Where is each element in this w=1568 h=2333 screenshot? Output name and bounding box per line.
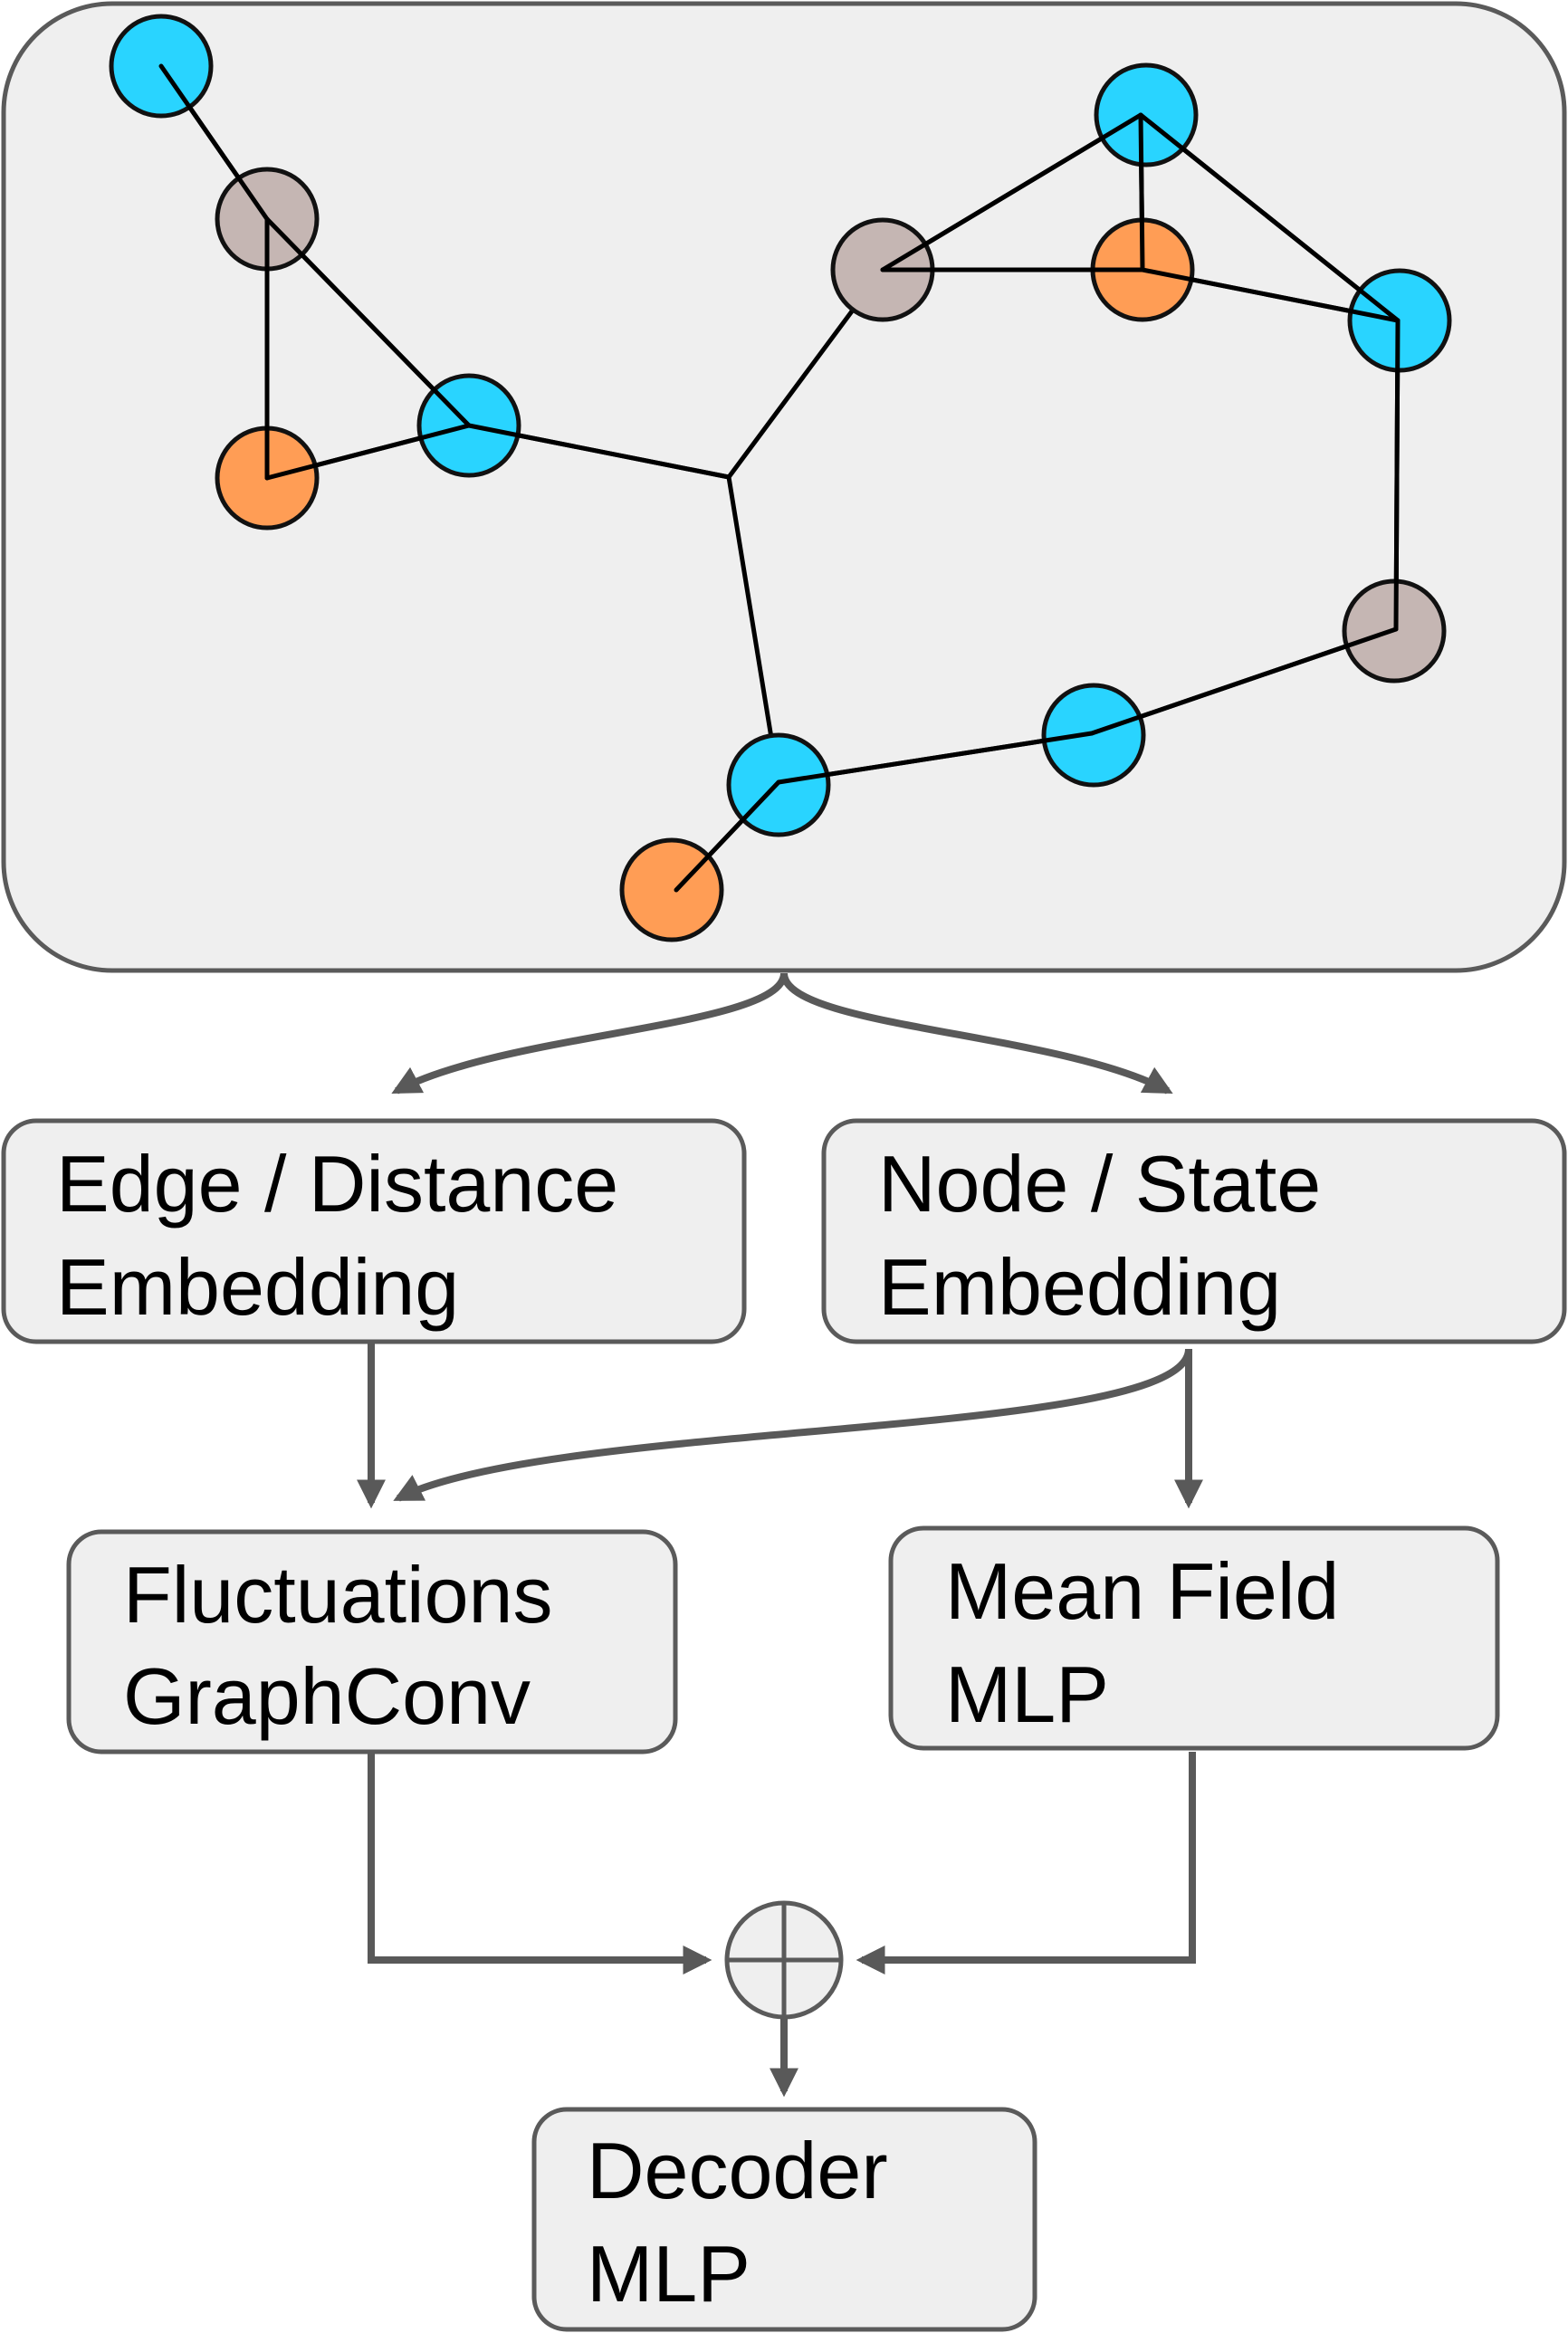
node-embedding-box: Node / State Embedding — [821, 1118, 1567, 1344]
graph-edge — [674, 779, 781, 893]
decoder-label-line2: MLP — [587, 2229, 751, 2319]
graph-edge — [1089, 626, 1399, 736]
edge-embedding-box: Edge / Distance Embedding — [1, 1118, 747, 1344]
graph-edge — [776, 731, 1095, 785]
arrow-fluctuations-to-sum — [368, 1752, 712, 1974]
arrow-meanfield-to-sum — [856, 1752, 1196, 1974]
node-embedding-label-line1: Node / State — [878, 1139, 1321, 1229]
graph-edge — [1393, 318, 1401, 632]
decoder-box: Decoder MLP — [531, 2107, 1037, 2332]
graph-edge — [264, 423, 472, 481]
fluctuations-box: Fluctuations GraphConv — [66, 1529, 678, 1755]
mean-field-box: Mean Field MLP — [888, 1525, 1500, 1751]
mean-field-label-line1: Mean Field — [945, 1546, 1339, 1636]
graph-edge — [264, 216, 472, 428]
graph-edge — [726, 474, 781, 785]
graph-node-orange — [619, 837, 724, 942]
node-embedding-label-line2: Embedding — [878, 1242, 1281, 1332]
graph-edge — [880, 112, 1143, 273]
mean-field-label-line2: MLP — [945, 1649, 1109, 1739]
graph-edge — [1140, 267, 1401, 323]
flow-arrows — [357, 972, 1203, 2098]
arrow-node-to-fluctuations — [393, 1348, 1192, 1502]
graph-node-blue — [1041, 683, 1146, 788]
graph-edge — [1138, 112, 1145, 273]
fluctuations-label-line2: GraphConv — [123, 1651, 531, 1741]
edge-embedding-label-line1: Edge / Distance — [56, 1139, 618, 1229]
arrow-to-edge-embedding — [391, 972, 788, 1095]
graph-edge — [466, 423, 731, 480]
sum-combiner-icon — [724, 1900, 844, 2020]
graph-edge-overlay — [158, 63, 1401, 893]
arrow-to-node-embedding — [780, 972, 1173, 1095]
graph-edge — [1138, 112, 1401, 323]
graph-edge — [158, 63, 270, 222]
fluctuations-label-line1: Fluctuations — [123, 1550, 552, 1640]
decoder-label-line1: Decoder — [587, 2126, 888, 2215]
edge-embedding-label-line2: Embedding — [56, 1242, 459, 1332]
